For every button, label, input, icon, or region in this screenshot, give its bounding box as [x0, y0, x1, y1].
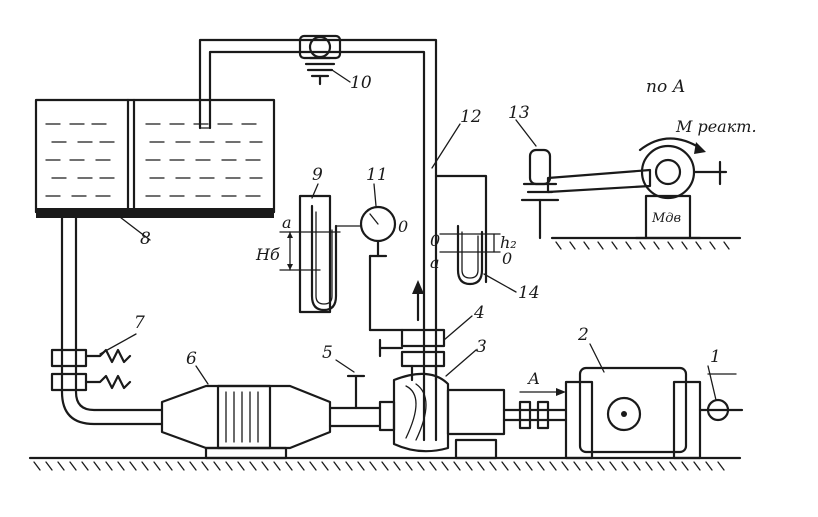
callout-2: 2 [577, 325, 589, 345]
callout-4: 4 [473, 303, 485, 323]
tank-water-lines [45, 123, 263, 197]
leader-lines [99, 69, 717, 401]
tank [34, 98, 276, 218]
level-label-h2: h₂ [500, 233, 517, 252]
vacuum-tap [346, 374, 366, 410]
callout-8: 8 [140, 229, 151, 249]
suction-valve [50, 348, 132, 392]
level-lines-left [279, 231, 341, 271]
level-label-a: а [282, 213, 292, 232]
moment-label: М реакт. [675, 117, 757, 136]
floor-hatching [28, 456, 742, 471]
level-label-o-left: 0 [398, 217, 408, 236]
flow-meter [160, 384, 382, 460]
top-valve [298, 34, 342, 86]
motor [564, 366, 744, 460]
return-pipe [198, 38, 438, 442]
discharge-valve [378, 328, 446, 382]
callout-5: 5 [322, 343, 333, 363]
callout-12: 12 [460, 107, 482, 127]
view-a-assembly [520, 137, 742, 250]
u-tube-manometer-left [298, 194, 361, 314]
u-tube-manometer-right [434, 174, 501, 286]
callout-14: 14 [518, 283, 540, 303]
level-label-hb: Нб [255, 245, 280, 264]
level-label-a-mid: а [430, 253, 440, 272]
callout-1: 1 [710, 347, 721, 367]
callout-13: 13 [508, 103, 530, 123]
callout-9: 9 [312, 165, 323, 185]
view-label: по А [646, 77, 685, 97]
callout-10: 10 [350, 73, 372, 93]
level-label-o-mid: 0 [430, 231, 440, 250]
flow-arrow-label: А [527, 369, 540, 388]
level-label-o-right: 0 [502, 249, 512, 268]
suction-pipe [60, 216, 164, 426]
pump [378, 372, 568, 460]
callout-7: 7 [134, 313, 145, 333]
callout-6: 6 [186, 349, 197, 369]
moment-bottom-label: Мдв [651, 211, 681, 226]
tachometer [706, 373, 737, 422]
callout-3: 3 [476, 337, 487, 357]
view-arrow [519, 388, 566, 396]
pressure-gauge [359, 205, 404, 332]
callout-11: 11 [366, 165, 388, 185]
flow-arrow-up [412, 280, 424, 322]
